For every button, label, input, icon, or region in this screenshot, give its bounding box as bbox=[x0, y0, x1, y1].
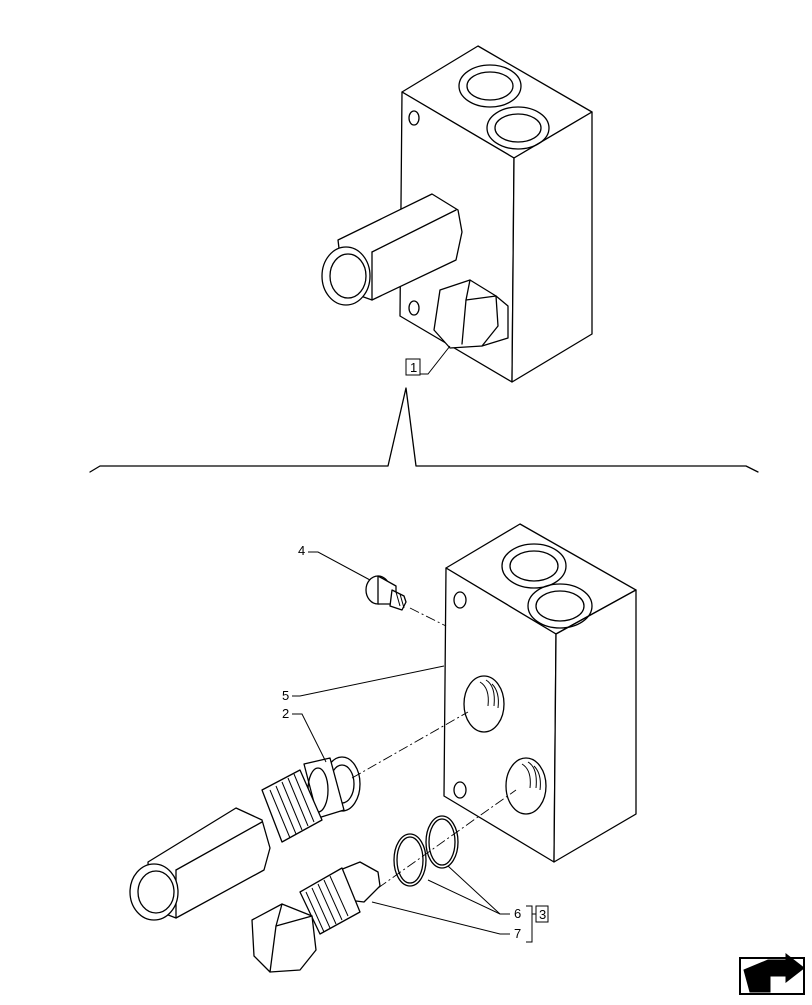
valve-body-part-5 bbox=[443, 523, 637, 863]
plug-part-4 bbox=[365, 575, 407, 611]
callout-7-label: 7 bbox=[514, 926, 521, 941]
assembly-axis-lines bbox=[351, 607, 517, 889]
callout-3-kit: 3 bbox=[526, 905, 549, 943]
hex-plug-installed bbox=[433, 279, 509, 349]
callout-6: 6 bbox=[427, 865, 521, 921]
next-page-arrow-icon[interactable] bbox=[739, 952, 805, 995]
relief-valve-installed bbox=[321, 193, 463, 306]
exploded-view-bracket bbox=[89, 387, 759, 473]
assembled-valve-block bbox=[321, 45, 593, 383]
callout-4-label: 4 bbox=[298, 543, 305, 558]
callout-1: 1 bbox=[405, 345, 451, 376]
callout-1-label: 1 bbox=[410, 360, 417, 375]
callout-3-label: 3 bbox=[539, 907, 546, 922]
callout-6-label: 6 bbox=[514, 906, 521, 921]
callout-2: 2 bbox=[282, 706, 327, 763]
o-rings-part-6 bbox=[393, 815, 459, 887]
relief-cartridge-part-2 bbox=[129, 756, 361, 921]
callout-2-label: 2 bbox=[282, 706, 289, 721]
callout-5-label: 5 bbox=[282, 688, 289, 703]
callout-7: 7 bbox=[371, 901, 521, 941]
callout-5: 5 bbox=[282, 665, 445, 703]
callout-4: 4 bbox=[298, 543, 371, 581]
check-plug-part-7 bbox=[251, 861, 381, 973]
